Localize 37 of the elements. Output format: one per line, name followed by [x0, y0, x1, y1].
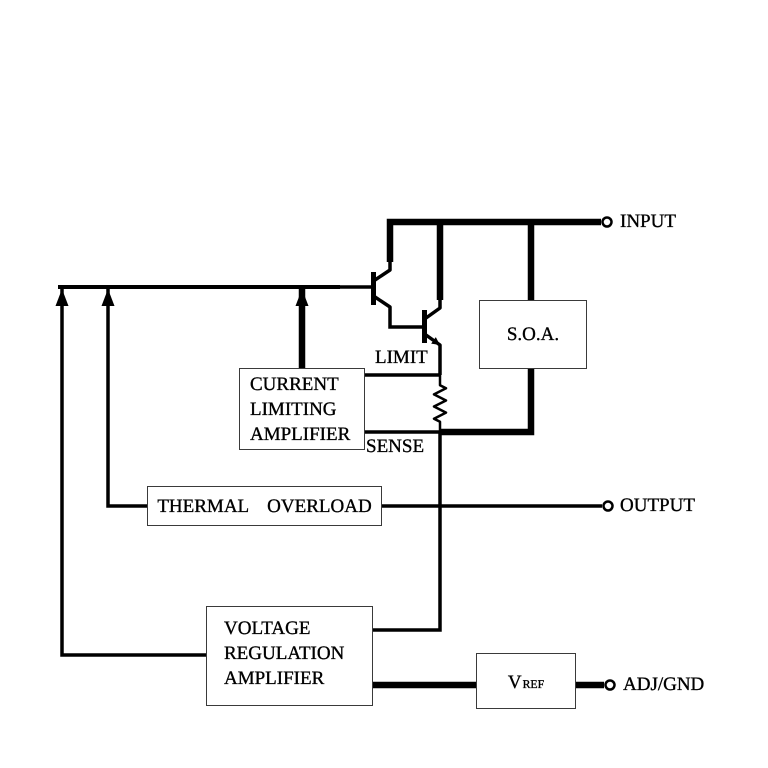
- wire: [373, 682, 476, 688]
- terminal-icon: [604, 679, 616, 691]
- transistor-symbol: [371, 262, 392, 312]
- block-label: CURRENT LIMITING AMPLIFIER: [250, 372, 352, 446]
- arrow: [56, 289, 206, 657]
- bus-bar: [58, 285, 340, 289]
- terminal-icon: [602, 500, 614, 512]
- function-block: [147, 486, 382, 526]
- wire: [365, 430, 440, 434]
- function-block: [479, 300, 587, 369]
- wire: [382, 504, 440, 508]
- wire: [440, 369, 534, 436]
- wire: [340, 285, 371, 289]
- wire: [388, 312, 422, 329]
- terminal-label: OUTPUT: [620, 495, 695, 517]
- wire: [365, 373, 440, 377]
- edge-label: SENSE: [366, 436, 424, 458]
- resistor-symbol: [433, 375, 447, 432]
- block-label: VOLTAGE REGULATION AMPLIFIER: [224, 617, 346, 691]
- terminal-icon: [601, 216, 613, 228]
- terminal-label: INPUT: [620, 211, 676, 233]
- wire: [576, 682, 604, 688]
- function-block: [476, 653, 576, 709]
- wire: [528, 222, 534, 300]
- function-block: [206, 606, 373, 706]
- wire: [438, 432, 442, 506]
- arrow: [102, 289, 147, 508]
- wire: [438, 350, 442, 375]
- terminal-label: ADJ/GND: [623, 674, 704, 696]
- transistor-symbol: [422, 300, 442, 350]
- wire: [373, 506, 442, 632]
- function-block: [239, 368, 365, 450]
- block-label: S.O.A.: [506, 323, 560, 347]
- block-label: THERMAL OVERLOAD: [157, 494, 372, 518]
- wire: [440, 504, 602, 508]
- edge-label: LIMIT: [375, 347, 428, 369]
- arrow: [296, 289, 308, 368]
